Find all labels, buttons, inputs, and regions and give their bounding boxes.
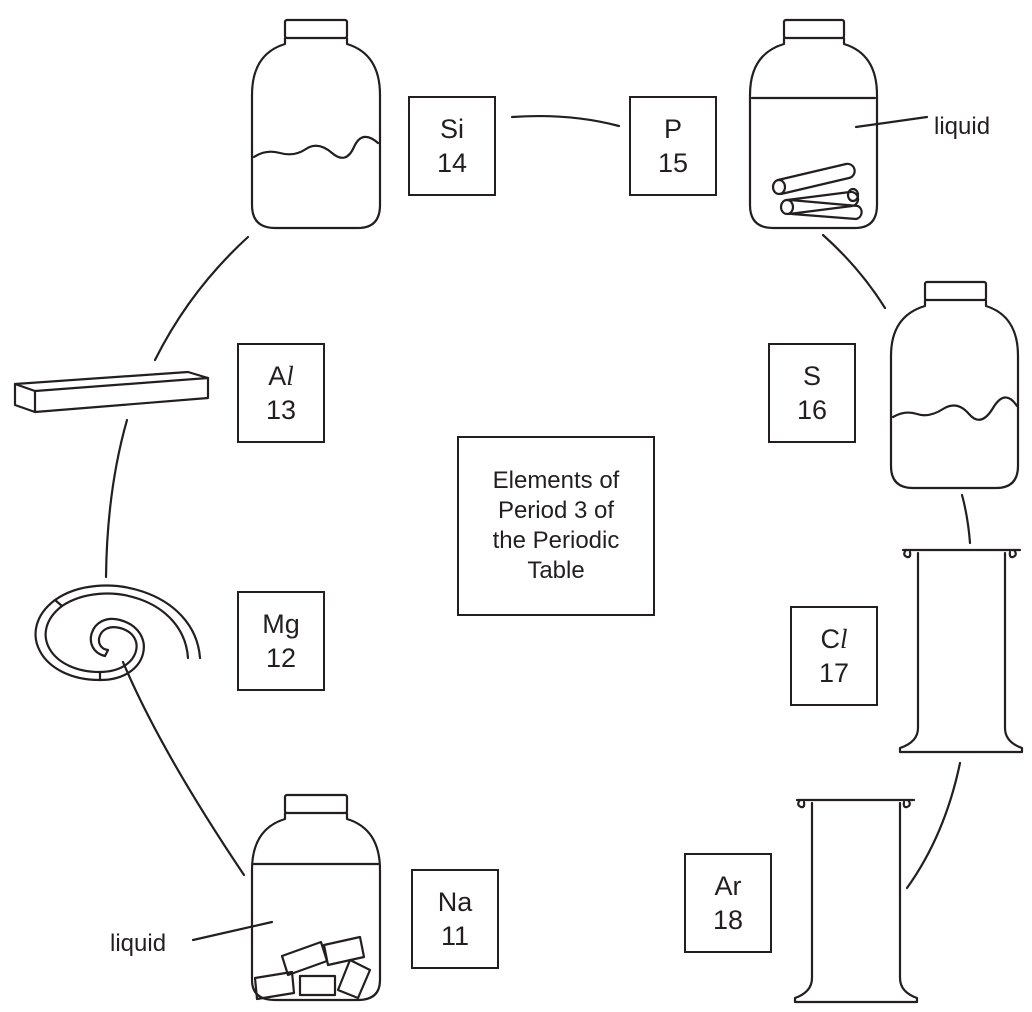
symbol-letter: A bbox=[268, 361, 287, 391]
magnesium-ribbon-icon bbox=[34, 584, 202, 682]
chlorine-gas-jar-icon bbox=[898, 548, 1024, 754]
element-symbol: S bbox=[802, 361, 821, 391]
element-symbol: Na bbox=[437, 887, 473, 917]
aluminium-bar-icon bbox=[13, 370, 210, 414]
liquid-label-phosphorus: liquid bbox=[934, 113, 991, 140]
element-symbol: Mg bbox=[262, 609, 300, 639]
element-symbol: Si bbox=[439, 114, 464, 144]
phosphorus-jar-icon bbox=[748, 18, 929, 230]
symbol-italic-letter: l bbox=[839, 624, 848, 654]
atomic-number: 15 bbox=[657, 148, 689, 178]
atomic-number: 18 bbox=[712, 905, 744, 935]
symbol-italic-letter: l bbox=[286, 361, 294, 391]
atomic-number: 11 bbox=[440, 921, 470, 951]
element-box-chlorine: Cl 17 bbox=[790, 606, 878, 706]
atomic-number: 14 bbox=[436, 148, 468, 178]
sulfur-jar-icon bbox=[889, 280, 1020, 490]
symbol-letter: C bbox=[820, 624, 840, 654]
element-symbol: Al bbox=[268, 359, 294, 393]
atomic-number: 16 bbox=[796, 395, 828, 425]
element-box-magnesium: Mg 12 bbox=[237, 591, 325, 691]
connector-arcs bbox=[104, 114, 972, 890]
element-box-silicon: Si 14 bbox=[408, 96, 496, 196]
title-line: Elements of bbox=[492, 467, 620, 494]
element-box-argon: Ar 18 bbox=[684, 853, 772, 953]
atomic-number: 12 bbox=[265, 643, 297, 673]
silicon-jar-icon bbox=[250, 18, 382, 230]
title-line: the Periodic bbox=[492, 527, 620, 554]
element-box-phosphorus: P 15 bbox=[629, 96, 717, 196]
atomic-number: 13 bbox=[265, 395, 297, 425]
title-line: Table bbox=[527, 557, 585, 584]
atomic-number: 17 bbox=[818, 658, 850, 688]
argon-gas-jar-icon bbox=[793, 798, 919, 1004]
element-symbol: P bbox=[663, 114, 682, 144]
title-line: Period 3 of bbox=[497, 497, 615, 524]
element-box-sodium: Na 11 bbox=[411, 869, 499, 969]
element-symbol: Cl bbox=[820, 622, 847, 656]
element-box-aluminium: Al 13 bbox=[237, 343, 325, 443]
sodium-jar-icon bbox=[191, 793, 382, 1002]
element-box-sulfur: S 16 bbox=[768, 343, 856, 443]
diagram-title-box: Elements of Period 3 of the Periodic Tab… bbox=[457, 436, 655, 616]
element-symbol: Ar bbox=[714, 871, 742, 901]
liquid-label-sodium: liquid bbox=[110, 930, 167, 957]
